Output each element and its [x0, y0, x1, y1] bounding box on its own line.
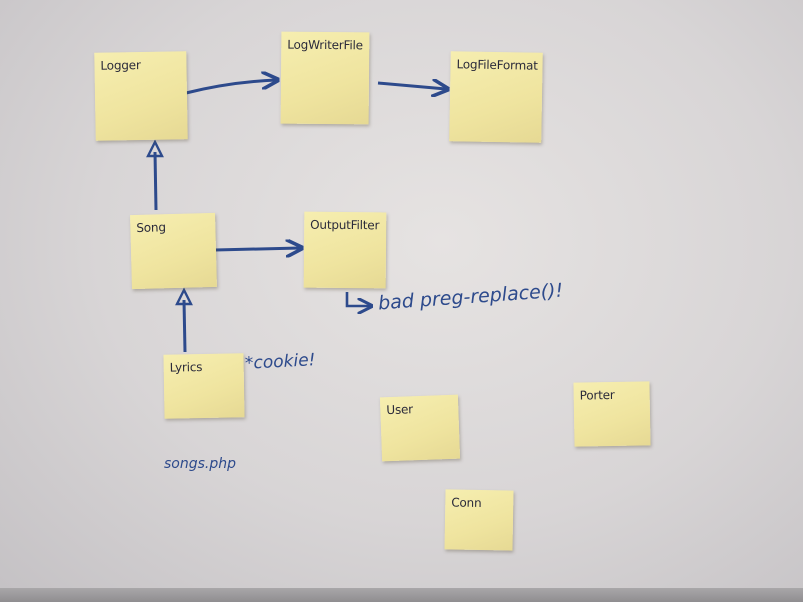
note-title: Porter	[579, 387, 615, 403]
arrowhead-lyrics-to-song	[175, 287, 193, 306]
note-song[interactable]: Song	[130, 212, 217, 290]
note-title: Logger	[100, 58, 141, 73]
arrow-song-to-logger	[153, 151, 158, 211]
note-conn[interactable]: Conn	[444, 489, 514, 551]
arrow-song-to-outputfilter	[214, 248, 300, 250]
note-porter[interactable]: Porter	[573, 381, 651, 447]
note-user[interactable]: User	[379, 394, 461, 462]
annotation-cookie: *cookie!	[244, 350, 316, 374]
arrow-lyrics-to-song	[182, 299, 187, 353]
arrow-logger-to-logwriterfile	[185, 80, 276, 95]
note-title: OutputFilter	[310, 217, 380, 233]
note-outputfilter[interactable]: OutputFilter	[303, 211, 387, 289]
arrow-outputfilter-to-note	[345, 292, 370, 306]
note-logwriterfile[interactable]: LogWriterFile	[280, 31, 370, 125]
whiteboard-bottom-edge	[0, 588, 803, 602]
note-title: Lyrics	[169, 360, 203, 375]
note-title: LogWriterFile	[287, 37, 363, 53]
note-title: LogFileFormat	[456, 57, 538, 73]
arrow-logwriterfile-to-logfileformat	[377, 83, 446, 89]
note-logfileformat[interactable]: LogFileFormat	[449, 51, 543, 143]
annotation-songs-php: songs.php	[164, 456, 237, 472]
arrowhead-song-to-logger	[146, 139, 164, 158]
note-title: User	[386, 402, 414, 418]
note-title: Conn	[451, 495, 482, 511]
note-logger[interactable]: Logger	[94, 51, 188, 141]
note-lyrics[interactable]: Lyrics	[163, 353, 245, 419]
note-title: Song	[136, 220, 166, 235]
